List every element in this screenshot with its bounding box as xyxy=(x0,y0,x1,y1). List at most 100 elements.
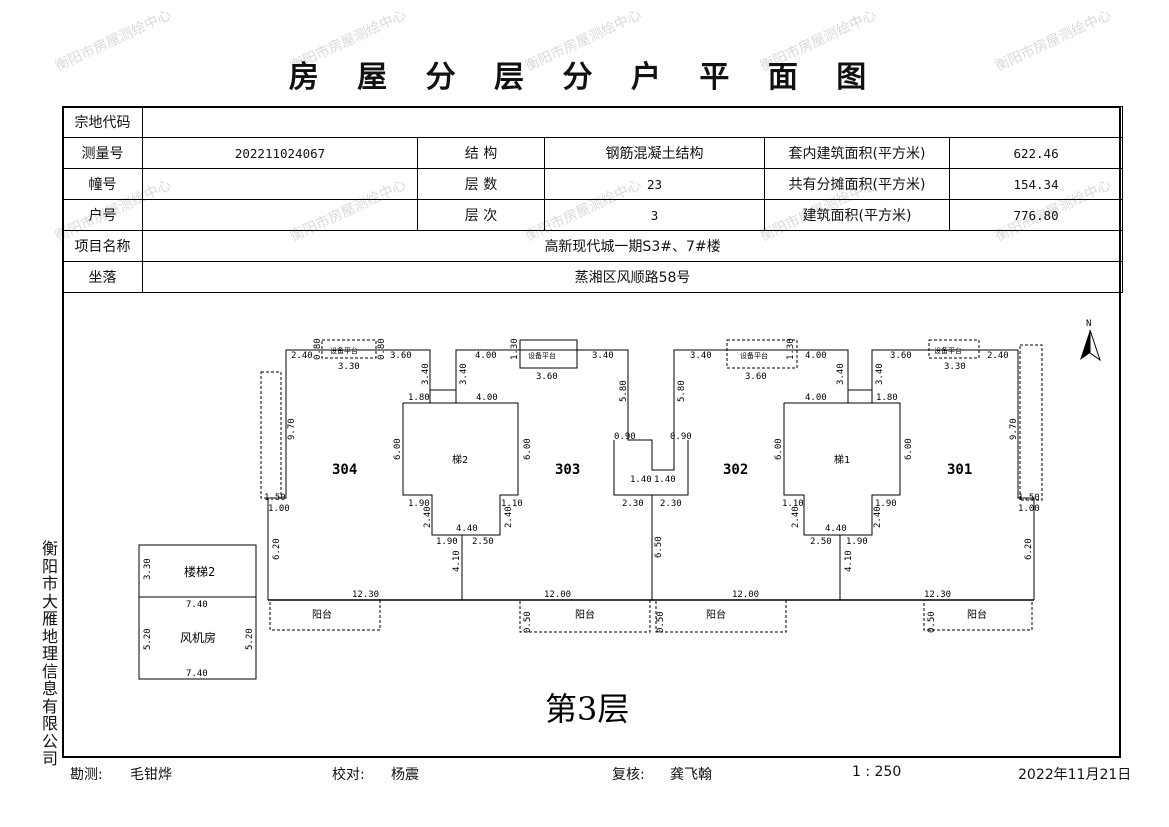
stair-label: 梯1 xyxy=(834,453,850,466)
floor-label: 第3层 xyxy=(545,690,629,728)
dimension-label: 2.40 xyxy=(423,506,433,528)
dimension-label: 12.00 xyxy=(544,590,571,600)
dimension-label: 3.40 xyxy=(836,363,846,385)
dimension-label: 3.30 xyxy=(338,362,360,372)
dimension-label: 0.50 xyxy=(523,611,533,633)
dimension-label: 2.30 xyxy=(622,499,644,509)
dimension-label: 7.40 xyxy=(186,600,208,610)
dimension-label: 5.80 xyxy=(619,380,629,402)
core-wall xyxy=(613,440,689,496)
dimension-label: 5.80 xyxy=(677,380,687,402)
build-area-label: 建筑面积(平方米) xyxy=(764,199,950,231)
dimension-label: 6.00 xyxy=(393,438,403,460)
balcony xyxy=(655,599,787,633)
dimension-label: 2.50 xyxy=(810,537,832,547)
dimension-label: 2.40 xyxy=(291,351,313,361)
dimension-label: 12.00 xyxy=(732,590,759,600)
checker-label: 校对: xyxy=(332,767,365,783)
dimension-label: 6.20 xyxy=(1024,538,1034,560)
balcony xyxy=(269,599,381,631)
side-platform xyxy=(1019,344,1043,501)
table-row: 户号 层 次 3 建筑面积(平方米) 776.80 xyxy=(62,199,1124,231)
plan-wall xyxy=(267,349,1035,600)
annex-fan-room xyxy=(138,596,257,680)
company-name: 衡阳市大雁地理信息有限公司 xyxy=(41,539,58,768)
dimension-label: 3.30 xyxy=(944,362,966,372)
unit-label: 303 xyxy=(555,462,580,478)
shared-area-label: 共有分摊面积(平方米) xyxy=(764,168,950,200)
dimension-label: 0.50 xyxy=(927,611,937,633)
project-value: 高新现代城一期S3#、7#楼 xyxy=(141,230,1124,262)
dimension-label: 2.40 xyxy=(504,506,514,528)
location-value: 蒸湘区风顺路58号 xyxy=(141,261,1124,293)
dimension-label: 3.60 xyxy=(745,372,767,382)
balcony-label: 阳台 xyxy=(312,608,332,621)
stair-label: 梯2 xyxy=(452,453,468,466)
dimension-label: 6.00 xyxy=(774,438,784,460)
table-row: 测量号 202211024067 结 构 钢筋混凝土结构 套内建筑面积(平方米)… xyxy=(62,137,1124,169)
dimension-label: 12.30 xyxy=(924,590,951,600)
table-row: 项目名称 高新现代城一期S3#、7#楼 xyxy=(62,230,1124,262)
balcony-label: 阳台 xyxy=(967,608,987,621)
dimension-label: 0.90 xyxy=(670,432,692,442)
unit-label: 304 xyxy=(332,462,357,478)
dimension-label: 12.30 xyxy=(352,590,379,600)
info-table: 宗地代码 测量号 202211024067 结 构 钢筋混凝土结构 套内建筑面积… xyxy=(62,106,1124,293)
dimension-label: 4.40 xyxy=(456,524,478,534)
balcony xyxy=(923,599,1033,631)
unit-no-label: 户号 xyxy=(62,199,143,231)
dimension-label: 4.10 xyxy=(452,550,462,572)
dimension-label: 1.40 xyxy=(630,475,652,485)
equipment-platform xyxy=(321,339,377,359)
dimension-label: 6.00 xyxy=(523,438,533,460)
dimension-label: 1.90 xyxy=(436,537,458,547)
dimension-label: 6.00 xyxy=(904,438,914,460)
stair2-wall xyxy=(402,402,519,536)
north-arrow-icon xyxy=(1089,329,1101,362)
dimension-label: 1.00 xyxy=(268,504,290,514)
dimension-label: 3.60 xyxy=(890,351,912,361)
equipment-platform xyxy=(519,339,578,369)
dimension-label: 1.30 xyxy=(510,338,520,360)
reviewer-label: 复核: xyxy=(612,767,645,783)
dimension-label: 3.40 xyxy=(421,363,431,385)
reviewer-name: 龚飞翰 xyxy=(670,767,712,783)
dimension-label: 3.40 xyxy=(592,351,614,361)
dimension-label: 3.60 xyxy=(536,372,558,382)
platform-label: 设备平台 xyxy=(528,351,556,360)
dimension-label: 2.40 xyxy=(987,351,1009,361)
inner-area-label: 套内建筑面积(平方米) xyxy=(764,137,950,169)
dimension-label: 4.00 xyxy=(475,351,497,361)
inner-area-value: 622.46 xyxy=(948,137,1124,169)
location-label: 坐落 xyxy=(62,261,143,293)
unit-label: 301 xyxy=(947,462,972,478)
stair-room-label: 楼梯2 xyxy=(184,564,215,579)
dimension-label: 3.30 xyxy=(143,558,153,580)
dimension-label: 2.30 xyxy=(660,499,682,509)
dimension-label: 4.00 xyxy=(805,393,827,403)
side-platform xyxy=(260,371,282,499)
date: 2022年11月21日 xyxy=(1018,767,1132,783)
dimension-label: 1.90 xyxy=(875,499,897,509)
platform-label: 设备平台 xyxy=(740,351,768,360)
building-no-value xyxy=(142,168,418,200)
dimension-label: 0.50 xyxy=(656,611,666,633)
building-no-label: 幢号 xyxy=(62,168,143,200)
table-row: 幢号 层 数 23 共有分摊面积(平方米) 154.34 xyxy=(62,168,1124,200)
project-label: 项目名称 xyxy=(62,230,143,262)
stair1-wall xyxy=(783,402,901,536)
dimension-label: 1.30 xyxy=(786,338,796,360)
dimension-label: 5.20 xyxy=(245,628,255,650)
dimension-label: 0.80 xyxy=(313,338,323,360)
dimension-label: 4.40 xyxy=(825,524,847,534)
build-area-value: 776.80 xyxy=(948,199,1124,231)
dimension-label: 2.40 xyxy=(873,506,883,528)
equipment-platform xyxy=(726,339,798,369)
dimension-label: 1.80 xyxy=(408,393,430,403)
dimension-label: 1.00 xyxy=(1018,504,1040,514)
dimension-label: 3.60 xyxy=(390,351,412,361)
floors-value: 23 xyxy=(544,168,765,200)
dimension-label: 1.10 xyxy=(501,499,523,509)
platform-label: 设备平台 xyxy=(934,346,962,355)
